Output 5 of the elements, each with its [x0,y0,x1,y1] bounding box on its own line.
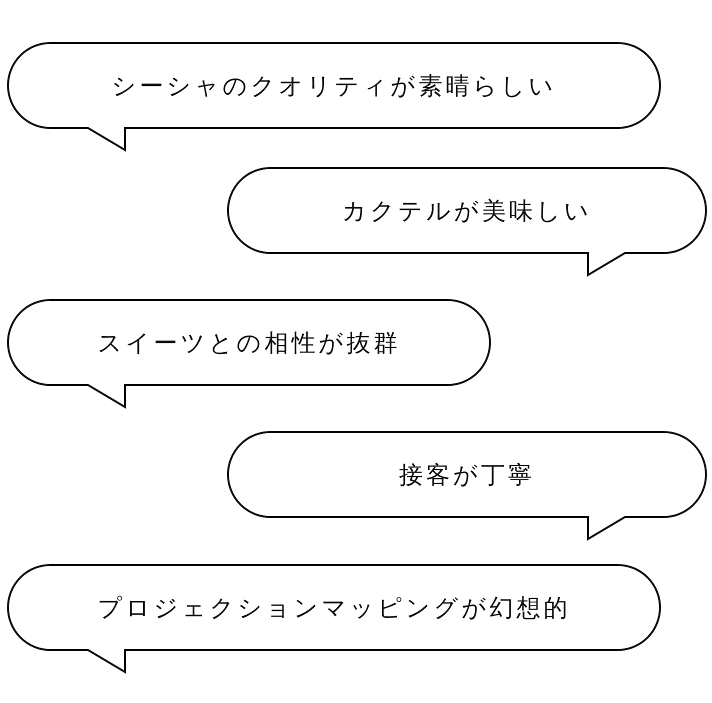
bubble-text: 接客が丁寧 [398,460,536,490]
bubble-text: スイーツとの相性が抜群 [96,328,402,358]
bubble-text: シーシャのクオリティが素晴らしい [110,70,558,102]
bubble-text: カクテルが美味しい [341,196,593,226]
bubble-text: プロジェクションマッピングが幻想的 [96,592,572,624]
